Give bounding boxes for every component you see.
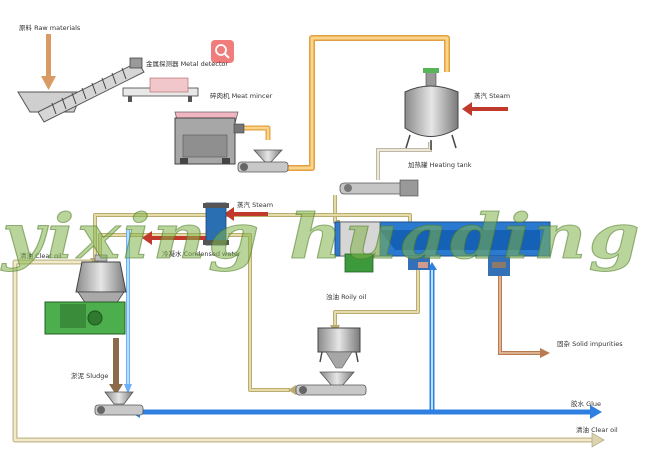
label-meat-mincer: 碎肉机 Meat mincer xyxy=(210,91,273,100)
sludge-pipe xyxy=(113,338,119,388)
label-steam-top: 蒸汽 Steam xyxy=(474,91,510,100)
roily-oil-tank xyxy=(317,327,361,369)
heating-tank xyxy=(404,68,459,150)
sludge-arrow xyxy=(109,384,123,395)
label-raw-materials: 原料 Raw materials xyxy=(19,23,81,32)
raw-material-arrow xyxy=(41,34,56,90)
label-heating-tank: 加热罐 Heating tank xyxy=(408,160,472,169)
label-steam-mid: 蒸汽 Steam xyxy=(237,200,273,209)
solid-arrow xyxy=(540,348,550,358)
decanter xyxy=(334,221,551,276)
condensed-water-arrow xyxy=(142,231,206,245)
label-sludge: 淤泥 Sludge xyxy=(71,371,108,380)
tank-to-pump-pipe xyxy=(376,142,432,180)
sludge-pump xyxy=(94,391,144,416)
metal-detector xyxy=(122,77,199,102)
label-glue: 胶水 Glue xyxy=(571,399,601,408)
mincer-pump xyxy=(237,149,289,173)
label-metal-detector: 金属探测器 Metal detector xyxy=(146,59,228,68)
clear-oil-pipes xyxy=(12,195,597,443)
solid-pipe xyxy=(498,268,545,355)
oil-pump xyxy=(295,371,367,396)
steam-top-arrow xyxy=(462,102,508,116)
magnifier-icon xyxy=(215,44,227,56)
screw-pump xyxy=(339,179,419,197)
label-condensed-water: 冷凝水 Condensed water xyxy=(162,249,241,258)
label-roily-oil: 浊油 Roily oil xyxy=(326,292,367,301)
feed-pipe xyxy=(242,35,450,171)
label-clear-oil-top: 清油 Clear oil xyxy=(20,251,62,260)
meat-mincer xyxy=(174,111,245,165)
steam-heater xyxy=(203,202,229,246)
search-badge[interactable] xyxy=(211,40,234,63)
label-solid-impurities: 固杂 Solid impurities xyxy=(557,340,623,348)
disc-separator xyxy=(44,254,127,335)
glue-pipes xyxy=(126,230,596,415)
label-clear-oil-bottom: 清油 Clear oil xyxy=(576,425,618,434)
steam-mid-arrow xyxy=(224,207,268,221)
glue-arrow xyxy=(590,405,602,419)
pipe-arrows xyxy=(90,258,437,418)
watermark: yixing huading xyxy=(0,200,642,273)
clear-oil-arrow xyxy=(591,432,605,448)
screw-conveyor xyxy=(17,57,145,123)
